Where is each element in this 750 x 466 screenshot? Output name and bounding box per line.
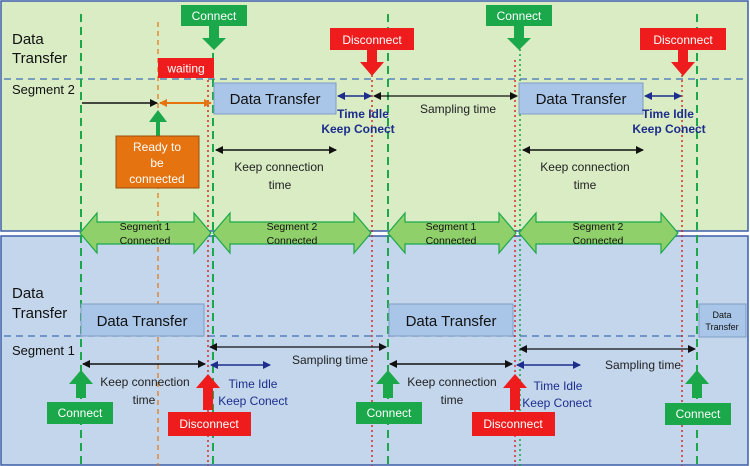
top-data-transfer-box-1 <box>213 82 337 115</box>
ready-line1: Ready to <box>133 140 181 154</box>
disconnect-marker-bottom-1: Disconnect <box>168 374 251 436</box>
ready-up-arrow <box>149 110 167 136</box>
sampling-time-top: Sampling time <box>420 102 496 116</box>
ready-line3: connected <box>129 172 184 186</box>
waiting-badge <box>158 58 214 78</box>
sampling-time-bottom-1: Sampling time <box>292 353 368 367</box>
bottom-small-dt-line1: Data <box>712 310 731 320</box>
disconnect-label: Disconnect <box>342 33 402 47</box>
bottom-data-transfer-box-2 <box>388 303 514 337</box>
keep-connection-bottom-2-line1: Keep connection <box>407 375 496 389</box>
connect-label: Connect <box>58 406 103 420</box>
keep-connection-top-2-line1: Keep connection <box>540 160 629 174</box>
disconnect-marker-top-2: Disconnect <box>640 28 726 76</box>
seg2-line2: Connected <box>573 235 624 247</box>
top-data-transfer-box-2 <box>518 82 644 115</box>
keep-connection-bottom-2-line2: time <box>441 393 464 407</box>
bottom-data-transfer-box-1 <box>80 303 205 337</box>
bottom-data-transfer-label-1: Data Transfer <box>97 313 188 330</box>
top-title-line2: Transfer <box>12 50 67 67</box>
bottom-segment-label: Segment 1 <box>12 343 75 358</box>
time-idle-label-bottom-2: Time Idle <box>534 379 583 393</box>
keep-connection-top-2-line2: time <box>574 178 597 192</box>
keep-connection-top-1-line2: time <box>269 178 292 192</box>
seg2-line2: Connected <box>267 235 318 247</box>
keep-conect-label-bottom-1: Keep Conect <box>218 394 288 408</box>
top-data-transfer-label-2: Data Transfer <box>536 91 627 108</box>
bottom-title-line1: Data <box>12 285 44 302</box>
seg2-line1: Segment 2 <box>573 221 624 233</box>
connect-label: Connect <box>676 407 721 421</box>
keep-conect-label-bottom-2: Keep Conect <box>522 396 592 410</box>
connect-marker-bottom-3: Connect <box>665 370 731 425</box>
bottom-data-transfer-box-3 <box>698 303 747 338</box>
connect-marker-bottom-1: Connect <box>47 370 113 424</box>
disconnect-label: Disconnect <box>179 417 239 431</box>
seg1-line1: Segment 1 <box>426 221 477 233</box>
waiting-label: waiting <box>166 62 204 76</box>
keep-conect-label-top-2: Keep Conect <box>632 122 705 136</box>
keep-conect-label-top-1: Keep Conect <box>321 122 394 136</box>
time-idle-label-top-2: Time Idle <box>642 107 694 121</box>
segment1-connected-arrow-2: Segment 1 Connected <box>387 211 517 255</box>
disconnect-label: Disconnect <box>653 33 713 47</box>
connect-label: Connect <box>192 9 237 23</box>
connect-marker-bottom-2: Connect <box>356 370 422 424</box>
time-idle-label-bottom-1: Time Idle <box>229 377 278 391</box>
seg1-line2: Connected <box>426 235 477 247</box>
ready-box <box>115 135 200 189</box>
connect-marker-top-1: Connect <box>181 5 247 50</box>
keep-connection-bottom-1-line1: Keep connection <box>100 375 189 389</box>
bottom-data-transfer-label-2: Data Transfer <box>406 313 497 330</box>
connect-label: Connect <box>367 406 412 420</box>
seg2-line1: Segment 2 <box>267 221 318 233</box>
top-segment-label: Segment 2 <box>12 82 75 97</box>
keep-connection-top-1-line1: Keep connection <box>234 160 323 174</box>
top-title-line1: Data <box>12 31 44 48</box>
disconnect-marker-top-1: Disconnect <box>330 28 414 76</box>
ready-line2: be <box>150 156 164 170</box>
connect-timelines <box>80 14 698 466</box>
disconnect-label: Disconnect <box>483 417 543 431</box>
bottom-panel <box>0 235 749 466</box>
connect-label: Connect <box>497 9 542 23</box>
segment1-connected-arrow-1: Segment 1 Connected <box>79 211 212 255</box>
top-data-transfer-label-1: Data Transfer <box>230 91 321 108</box>
segment2-connected-arrow-2: Segment 2 Connected <box>518 211 679 255</box>
time-idle-label-top-1: Time Idle <box>337 107 389 121</box>
connect-marker-top-2: Connect <box>486 5 552 50</box>
bottom-title-line2: Transfer <box>12 305 67 322</box>
disconnect-marker-bottom-2: Disconnect <box>472 374 555 436</box>
bottom-small-dt-line2: Transfer <box>705 322 738 332</box>
keep-connection-bottom-1-line2: time <box>133 393 156 407</box>
seg1-line2: Connected <box>120 235 171 247</box>
seg1-line1: Segment 1 <box>120 221 171 233</box>
segment2-connected-arrow-1: Segment 2 Connected <box>212 211 372 255</box>
sampling-time-bottom-2: Sampling time <box>605 358 681 372</box>
